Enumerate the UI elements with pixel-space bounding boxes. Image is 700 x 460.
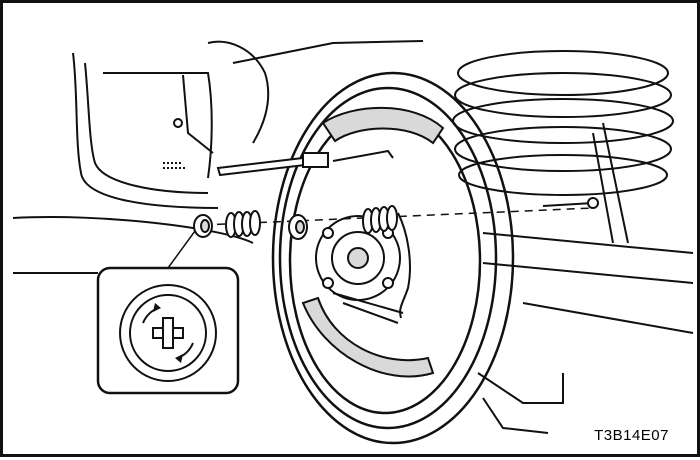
rear-brake-drum-diagram — [12, 40, 694, 445]
shoe-spring — [362, 205, 398, 234]
detail-inset — [96, 266, 240, 395]
callout-leader — [167, 230, 196, 269]
hold-down-pin — [542, 197, 599, 209]
brake-backing-plate — [271, 71, 515, 445]
brake-shoes — [301, 106, 445, 378]
wheel-hub — [315, 215, 401, 301]
adjuster-link — [216, 149, 394, 177]
return-springs — [332, 212, 411, 324]
figure-reference-code: T3B14E07 — [594, 427, 669, 444]
hold-down-spring — [225, 210, 261, 238]
hold-down-cup — [193, 214, 213, 238]
assembly-axis — [202, 207, 594, 226]
coil-spring — [452, 50, 674, 196]
vehicle-body-panel — [12, 40, 424, 274]
spring-cup — [288, 214, 308, 240]
adjuster-rotate-icon — [142, 303, 194, 363]
axle-assembly — [477, 122, 694, 434]
